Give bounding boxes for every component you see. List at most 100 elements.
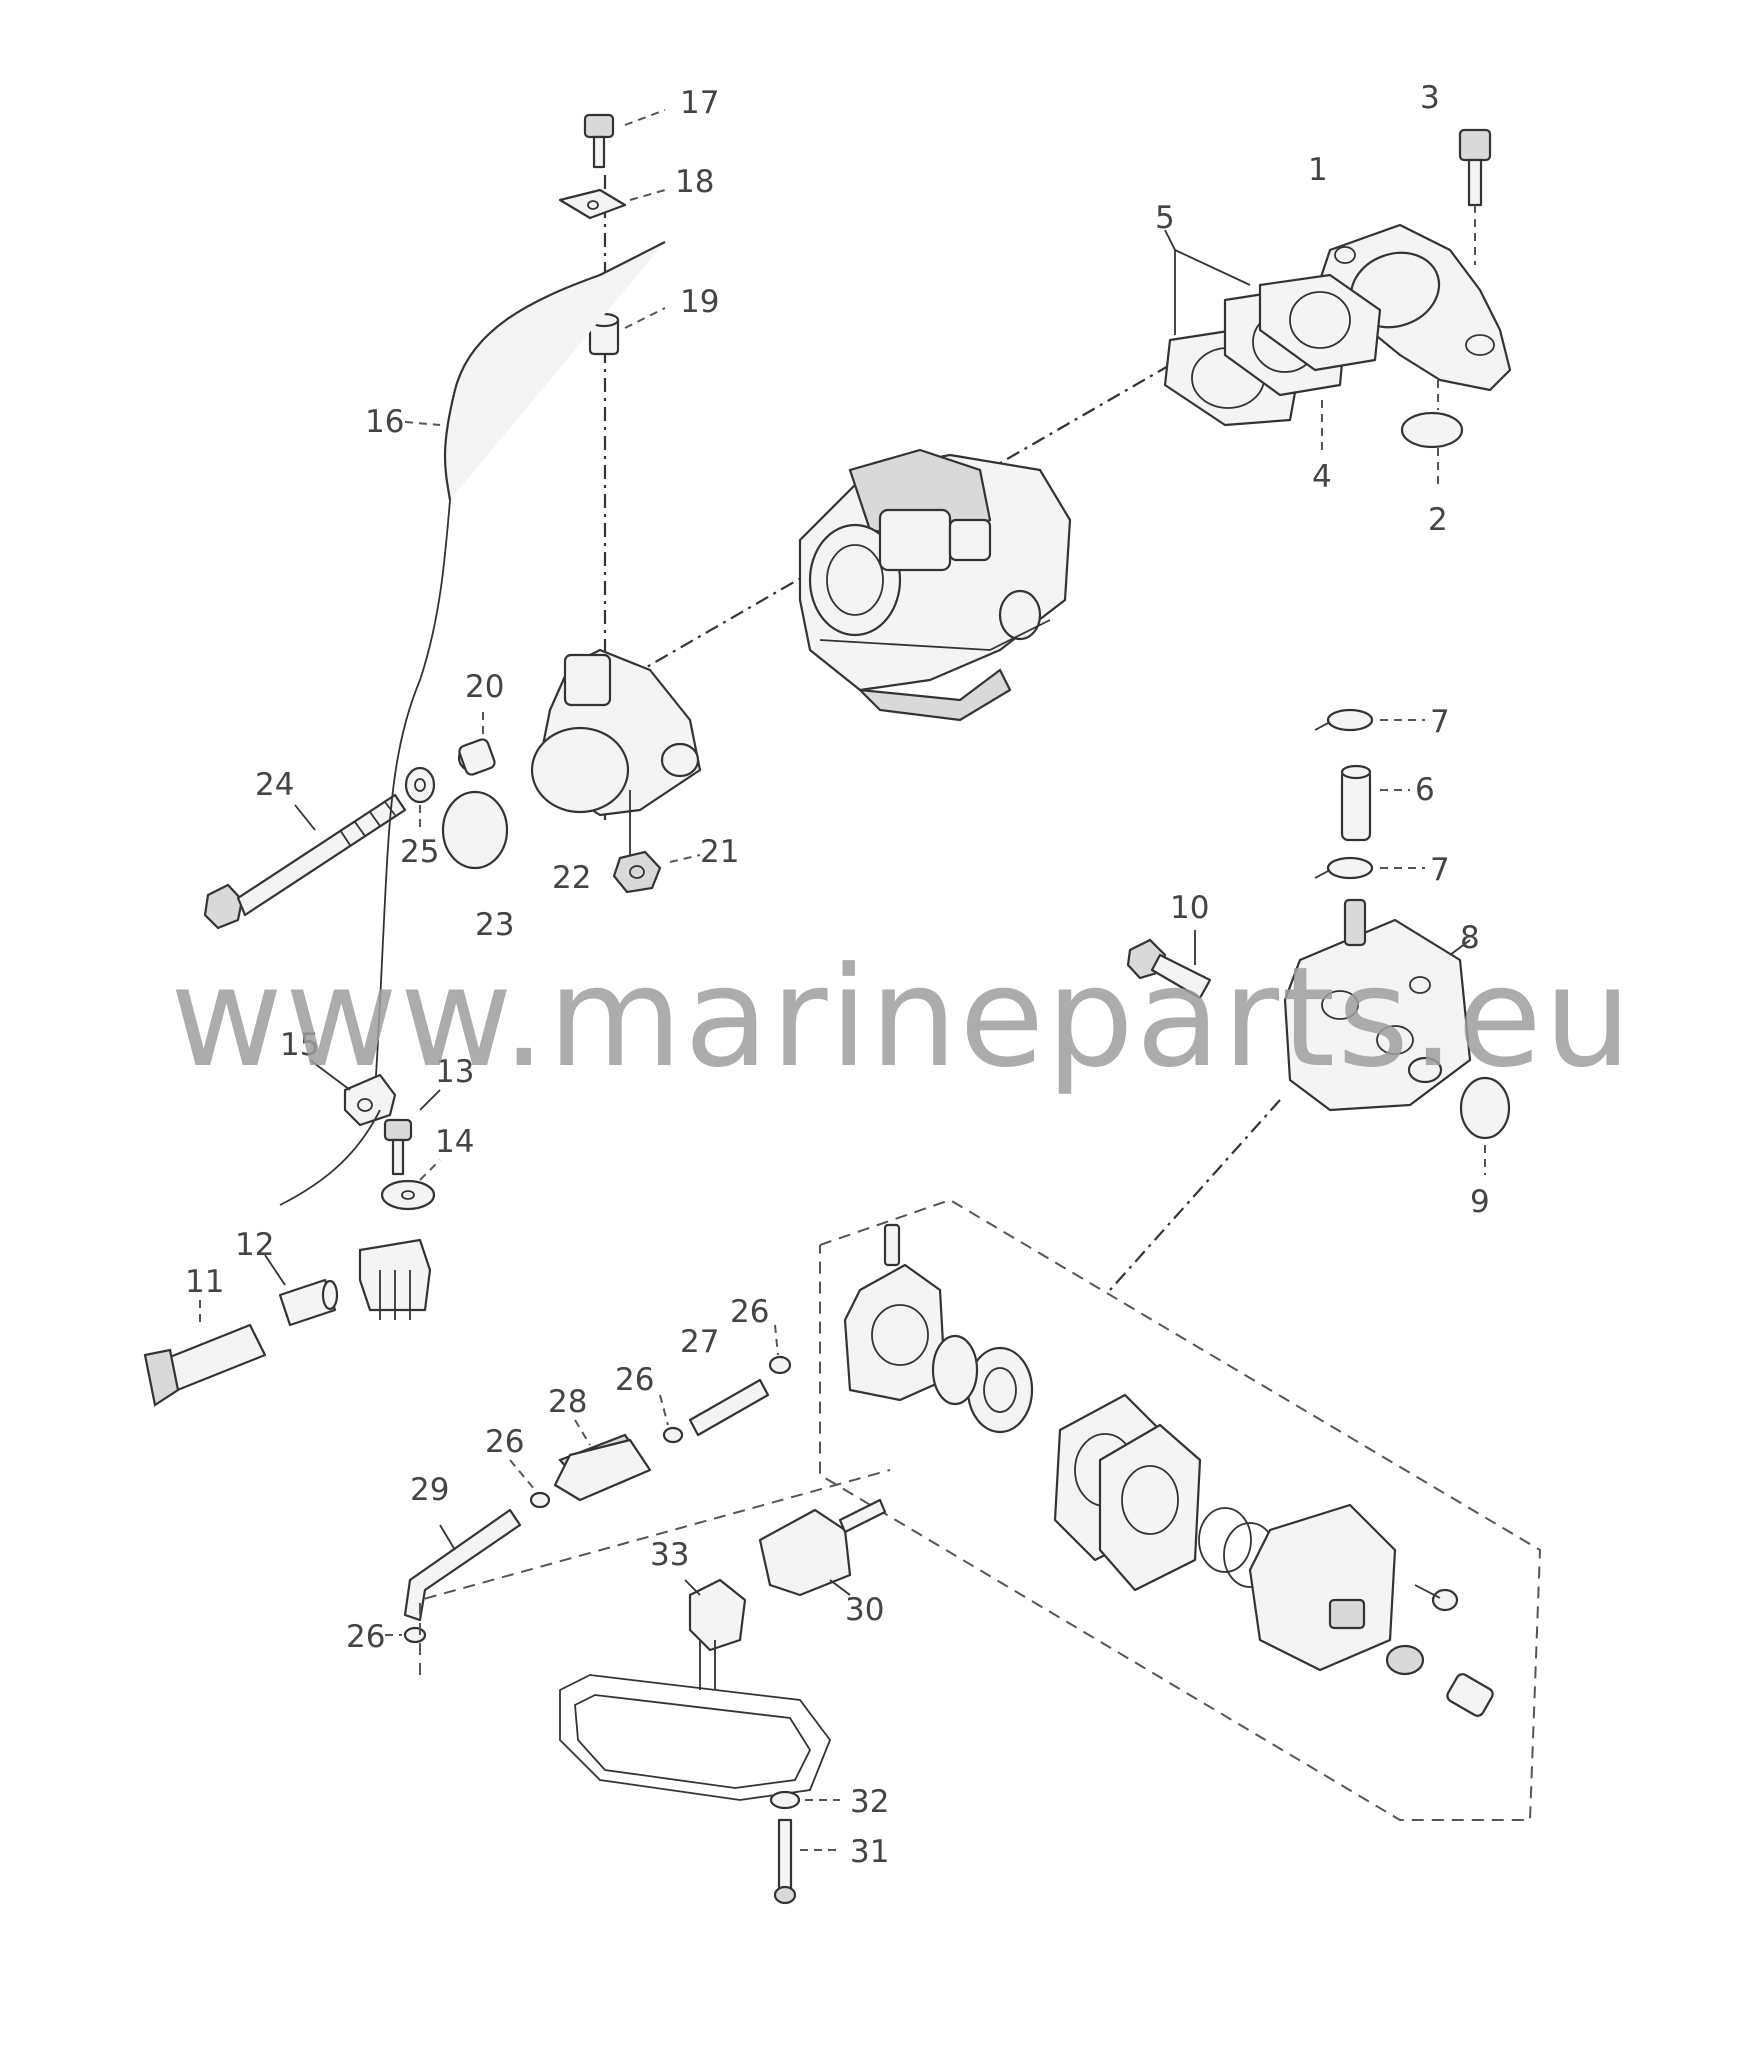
callout-3: 3 bbox=[1420, 80, 1440, 116]
fuel-connector[interactable] bbox=[758, 1498, 887, 1597]
pump-cover[interactable] bbox=[1248, 1503, 1397, 1672]
fuel-hose-27[interactable] bbox=[688, 1378, 770, 1437]
callout-21: 21 bbox=[700, 834, 739, 870]
callout-17: 17 bbox=[680, 85, 719, 121]
collar-bushing[interactable] bbox=[457, 738, 496, 776]
leader-line-29 bbox=[439, 1524, 456, 1551]
callout-30: 30 bbox=[845, 1592, 884, 1628]
pump-valve-seat[interactable] bbox=[931, 1334, 979, 1406]
fuel-hose[interactable] bbox=[1340, 764, 1372, 842]
hose-clip-upper[interactable] bbox=[1314, 708, 1374, 732]
callout-31: 31 bbox=[850, 1834, 889, 1870]
adapter-gasket[interactable] bbox=[441, 790, 509, 870]
flat-washer[interactable] bbox=[380, 1179, 436, 1211]
callout-7b: 7 bbox=[1430, 852, 1450, 888]
screw-17[interactable] bbox=[583, 113, 615, 169]
callout-16: 16 bbox=[365, 404, 404, 440]
leader-line-13 bbox=[419, 1089, 441, 1111]
long-through-bolt[interactable] bbox=[203, 793, 407, 930]
lock-washer[interactable] bbox=[404, 766, 436, 804]
choke-cable[interactable] bbox=[443, 241, 666, 501]
callout-12: 12 bbox=[235, 1227, 274, 1263]
leader-line-24 bbox=[294, 804, 316, 831]
pump-diaphragm[interactable] bbox=[1098, 1423, 1202, 1592]
leader-line-28 bbox=[574, 1419, 591, 1446]
cable-bracket[interactable] bbox=[358, 1238, 432, 1320]
fuel-pump-assembly[interactable] bbox=[1283, 898, 1472, 1112]
fuel-filter[interactable] bbox=[553, 1433, 652, 1502]
leader-line-12 bbox=[264, 1254, 286, 1286]
hose-clamp-26a[interactable] bbox=[768, 1355, 792, 1375]
leader-line-26c bbox=[509, 1459, 536, 1491]
fuel-tank-mount-frame[interactable] bbox=[559, 1674, 832, 1801]
adapter-seal-ring[interactable] bbox=[530, 726, 630, 814]
leader-line-26a bbox=[774, 1324, 779, 1356]
callout-32: 32 bbox=[850, 1784, 889, 1820]
pump-check-valve[interactable] bbox=[1385, 1644, 1495, 1718]
callout-33: 33 bbox=[650, 1537, 689, 1573]
watermark-text: www.marineparts.eu bbox=[170, 937, 1633, 1098]
hose-clamp-26b[interactable] bbox=[662, 1426, 684, 1444]
callout-20: 20 bbox=[465, 669, 504, 705]
leader-line-15 bbox=[309, 1059, 351, 1091]
leader-line-8 bbox=[1449, 939, 1471, 956]
callout-2: 2 bbox=[1428, 502, 1448, 538]
leader-line-14 bbox=[419, 1159, 441, 1181]
callout-1: 1 bbox=[1308, 152, 1328, 188]
pump-axis-line bbox=[1109, 1099, 1281, 1291]
hose-clip-lower[interactable] bbox=[1314, 856, 1374, 880]
callout-22: 22 bbox=[552, 860, 591, 896]
callout-28: 28 bbox=[548, 1384, 587, 1420]
callout-14: 14 bbox=[435, 1124, 474, 1160]
leader-line-33 bbox=[684, 1579, 701, 1596]
callout-4: 4 bbox=[1312, 459, 1332, 495]
pump-diaphragm-valve[interactable] bbox=[966, 1346, 1034, 1434]
callout-24: 24 bbox=[255, 767, 294, 803]
callout-8: 8 bbox=[1460, 920, 1480, 956]
filter-detail-box bbox=[419, 1469, 891, 1675]
carburetor[interactable] bbox=[798, 448, 1072, 722]
callout-18: 18 bbox=[675, 164, 714, 200]
hose-clamp-26d[interactable] bbox=[403, 1626, 427, 1644]
leader-line-16 bbox=[404, 421, 441, 426]
leader-line-5b bbox=[1174, 249, 1251, 286]
callout-15: 15 bbox=[280, 1027, 319, 1063]
hose-clamp-26c[interactable] bbox=[529, 1491, 551, 1509]
knob-sleeve[interactable] bbox=[278, 1278, 339, 1327]
callout-11: 11 bbox=[185, 1264, 224, 1300]
cable-holder[interactable] bbox=[343, 1073, 397, 1127]
fuel-hose-29[interactable] bbox=[403, 1508, 522, 1622]
callout-19: 19 bbox=[680, 284, 719, 320]
pump-body-exploded[interactable] bbox=[843, 1223, 947, 1402]
manifold-o-ring[interactable] bbox=[1400, 411, 1464, 449]
leader-line-26b bbox=[659, 1394, 669, 1426]
callout-23: 23 bbox=[475, 907, 514, 943]
mount-washer[interactable] bbox=[769, 1790, 801, 1810]
pump-bolt[interactable] bbox=[1126, 938, 1212, 1000]
cable-end-wire bbox=[279, 1109, 381, 1206]
mount-screw[interactable] bbox=[773, 1818, 797, 1905]
manifold-bolt[interactable] bbox=[1458, 128, 1492, 207]
callout-6: 6 bbox=[1415, 772, 1435, 808]
callout-5: 5 bbox=[1155, 200, 1175, 236]
gasket-inner[interactable] bbox=[1258, 273, 1382, 372]
callout-26d: 26 bbox=[346, 1619, 385, 1655]
hex-nut[interactable] bbox=[612, 850, 662, 894]
leader-line-5 bbox=[1164, 229, 1176, 335]
leader-line-21 bbox=[669, 854, 701, 863]
leader-line-19 bbox=[624, 307, 666, 329]
callout-27: 27 bbox=[680, 1324, 719, 1360]
leader-line-17 bbox=[624, 109, 666, 126]
cable-clamp-plate[interactable] bbox=[558, 188, 627, 220]
choke-knob-shaft[interactable] bbox=[143, 1323, 267, 1407]
holder-screw[interactable] bbox=[383, 1118, 413, 1176]
callout-26b: 26 bbox=[615, 1362, 654, 1398]
callout-29: 29 bbox=[410, 1472, 449, 1508]
callout-13: 13 bbox=[435, 1054, 474, 1090]
connector-bracket[interactable] bbox=[688, 1578, 747, 1690]
pump-o-ring[interactable] bbox=[1459, 1076, 1511, 1140]
pump-screw[interactable] bbox=[1414, 1584, 1459, 1612]
callout-7a: 7 bbox=[1430, 704, 1450, 740]
callout-26c: 26 bbox=[485, 1424, 524, 1460]
